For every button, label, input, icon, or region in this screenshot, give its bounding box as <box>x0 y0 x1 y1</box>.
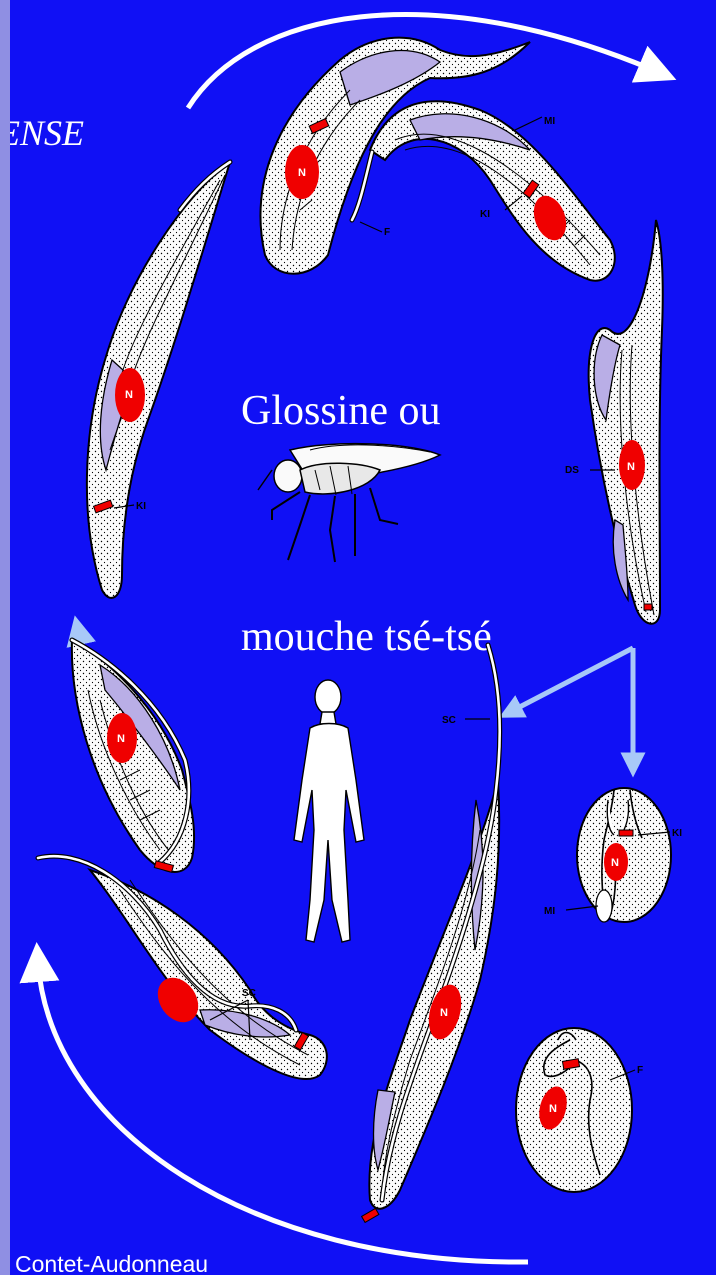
oval-form-lower: N F <box>516 1028 643 1192</box>
trypanosome-right: N DS <box>565 220 663 624</box>
svg-text:F: F <box>637 1065 643 1076</box>
svg-text:KI: KI <box>672 828 682 839</box>
svg-text:MI: MI <box>544 116 555 127</box>
svg-text:F: F <box>384 227 390 238</box>
svg-text:N: N <box>549 1103 557 1115</box>
svg-text:N: N <box>117 733 125 745</box>
oval-form-upper: N KI MI <box>544 788 682 922</box>
trypanosome-bottom-center: N SC <box>362 645 500 1222</box>
trypanosome-life-cycle-diagram: ENSE N MI KI F N <box>10 0 716 1275</box>
trypanosome-bottom-left: SC <box>38 856 327 1079</box>
svg-text:N: N <box>440 1007 448 1019</box>
trypanosome-left-middle: N <box>72 640 194 872</box>
human-figure-icon <box>294 680 364 942</box>
label-glossine: Glossine ou <box>241 388 441 434</box>
svg-text:SC: SC <box>242 988 256 999</box>
pointer-arrow-to-sc <box>510 648 633 712</box>
credit-text: N Contet-Audonneau <box>10 1251 208 1275</box>
svg-text:MI: MI <box>544 906 555 917</box>
trypanosome-top-right: MI KI F <box>352 101 615 280</box>
svg-text:N: N <box>298 167 306 179</box>
svg-text:KI: KI <box>480 209 490 220</box>
title-fragment: ENSE <box>10 113 84 153</box>
svg-text:N: N <box>611 857 619 869</box>
svg-text:N: N <box>627 461 635 473</box>
tsetse-fly-icon <box>258 444 440 562</box>
svg-text:N: N <box>125 389 133 401</box>
slide: ENSE N MI KI F N <box>10 0 716 1275</box>
svg-text:SC: SC <box>442 715 456 726</box>
svg-text:DS: DS <box>565 465 579 476</box>
svg-text:KI: KI <box>136 501 146 512</box>
label-mouche-tse-tse: mouche tsé-tsé <box>241 614 492 660</box>
trypanosome-left: N KI <box>87 162 230 598</box>
